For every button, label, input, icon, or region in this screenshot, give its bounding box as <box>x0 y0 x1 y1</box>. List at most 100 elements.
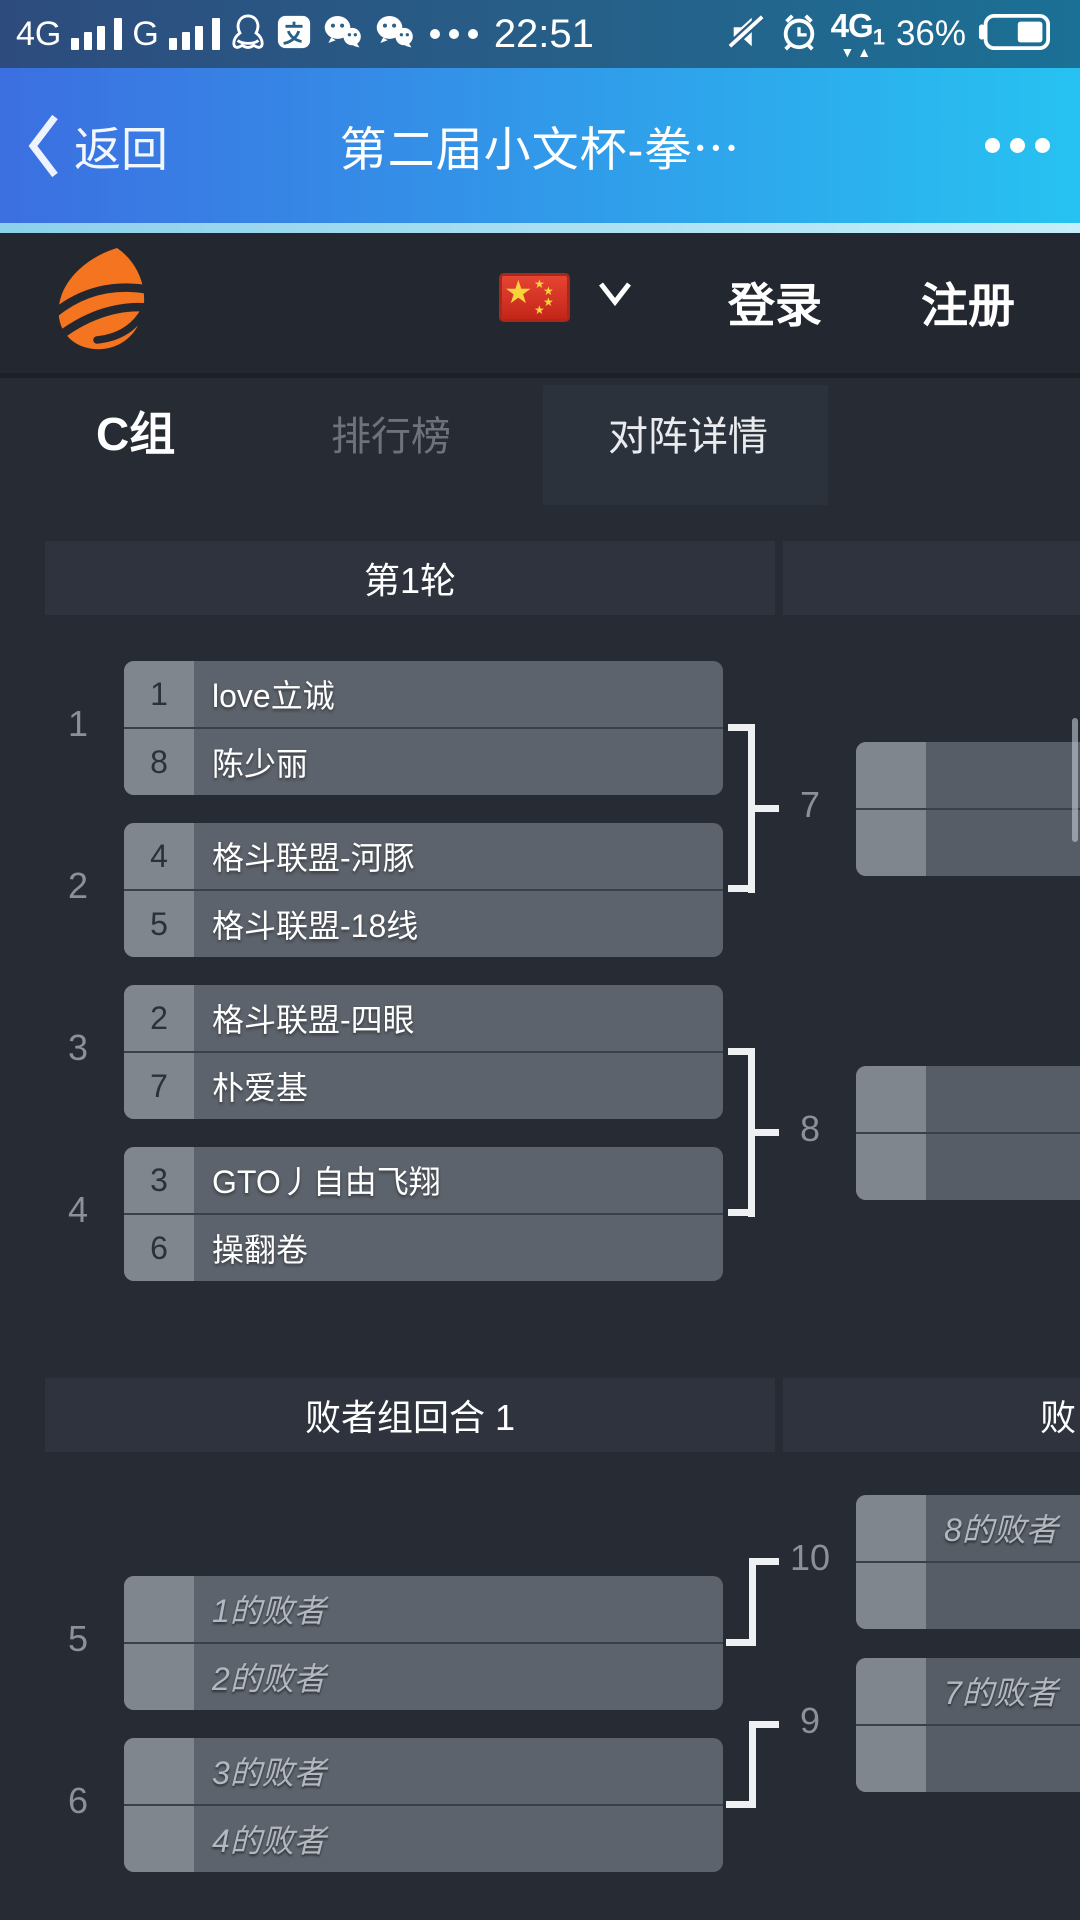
advance-row[interactable] <box>856 810 1080 876</box>
chevron-left-icon <box>28 114 58 177</box>
match-number: 5 <box>67 1618 89 1659</box>
status-bar: 4G G 22:51 4G1 ▼▲ 36% <box>0 0 1080 68</box>
player-name: 2的败者 <box>212 1661 326 1697</box>
scrollbar-thumb[interactable] <box>1072 718 1078 842</box>
advance-box[interactable]: 7的败者 <box>856 1658 1080 1792</box>
match-row[interactable]: 7 朴爱基 <box>124 1053 723 1119</box>
connector-line <box>748 724 755 893</box>
advance-row[interactable] <box>856 1563 1080 1629</box>
advance-name <box>926 1066 1080 1132</box>
seed-cell <box>124 1806 194 1872</box>
status-time: 22:51 <box>493 11 594 56</box>
match-box[interactable]: 3的败者 4的败者 <box>124 1738 723 1872</box>
connector-line <box>749 1558 756 1646</box>
alarm-clock-icon <box>779 12 819 57</box>
advance-box[interactable] <box>856 1066 1080 1200</box>
seed-cell <box>856 810 926 876</box>
signal-bars-icon <box>71 18 123 50</box>
match-row[interactable]: 8 陈少丽 <box>124 729 723 795</box>
player-name: 3的败者 <box>212 1755 326 1791</box>
seed-cell: 1 <box>124 661 194 727</box>
status-ellipsis-icon <box>429 29 478 39</box>
advance-name: 8的败者 <box>944 1512 1058 1548</box>
back-button[interactable]: 返回 <box>26 68 168 223</box>
player-name: 格斗联盟-18线 <box>212 908 419 944</box>
match-row[interactable]: 2的败者 <box>124 1644 723 1710</box>
seed-cell: 8 <box>124 729 194 795</box>
match-number: 2 <box>67 865 89 906</box>
seed-cell <box>856 742 926 808</box>
advance-box[interactable]: 8的败者 <box>856 1495 1080 1629</box>
mute-icon <box>725 12 767 56</box>
player-name: 操翻卷 <box>212 1232 309 1268</box>
carrier-a-label: 4G <box>16 14 62 53</box>
advance-row[interactable] <box>856 1726 1080 1792</box>
connector-tick <box>726 1639 756 1646</box>
tab-match-details[interactable]: 对阵详情 <box>608 415 768 459</box>
match-number: 6 <box>67 1780 89 1821</box>
page-title: 第二届小文杯-拳⋯ <box>339 123 741 176</box>
more-menu-button[interactable] <box>985 68 1050 223</box>
app-logo[interactable] <box>52 247 153 358</box>
seed-cell: 3 <box>124 1147 194 1213</box>
connector-tick <box>728 1048 755 1055</box>
wechat-icon <box>322 13 364 56</box>
round-header-next: 败 <box>783 1378 1080 1452</box>
player-name: 4的败者 <box>212 1823 326 1859</box>
seed-cell <box>856 1726 926 1792</box>
match-number: 1 <box>67 703 89 744</box>
advance-name <box>926 1134 1080 1200</box>
advance-box[interactable] <box>856 742 1080 876</box>
match-row[interactable]: 3 GTO丿自由飞翔 <box>124 1147 723 1213</box>
advance-row[interactable] <box>856 1134 1080 1200</box>
advance-name <box>926 810 1080 876</box>
tab-group-c[interactable]: C组 <box>96 408 176 460</box>
advance-name <box>926 1563 1080 1629</box>
connector-line <box>748 1048 755 1217</box>
login-button[interactable]: 登录 <box>728 279 822 332</box>
match-row[interactable]: 6 操翻卷 <box>124 1215 723 1281</box>
seed-cell <box>856 1658 926 1724</box>
match-box[interactable]: 1的败者 2的败者 <box>124 1576 723 1710</box>
advance-name <box>926 1726 1080 1792</box>
seed-cell: 7 <box>124 1053 194 1119</box>
seed-cell <box>856 1495 926 1561</box>
seed-cell: 6 <box>124 1215 194 1281</box>
advance-row[interactable]: 7的败者 <box>856 1658 1080 1724</box>
advance-row[interactable]: 8的败者 <box>856 1495 1080 1561</box>
language-flag[interactable]: ★★★★★ <box>499 273 570 322</box>
tab-ranking[interactable]: 排行榜 <box>331 415 451 459</box>
match-row[interactable]: 3的败者 <box>124 1738 723 1804</box>
advance-name: 7的败者 <box>944 1675 1058 1711</box>
match-row[interactable]: 1的败者 <box>124 1576 723 1642</box>
connector-tick <box>726 1801 756 1808</box>
chevron-down-icon[interactable] <box>598 280 632 313</box>
player-name: GTO丿自由飞翔 <box>212 1164 441 1200</box>
register-button[interactable]: 注册 <box>921 279 1015 332</box>
match-row[interactable]: 4的败者 <box>124 1806 723 1872</box>
player-name: 陈少丽 <box>212 746 309 782</box>
connector-line <box>749 1721 756 1808</box>
player-name: 朴爱基 <box>212 1070 309 1106</box>
seed-cell <box>856 1134 926 1200</box>
connector-tick <box>728 724 755 731</box>
round-header: 第1轮 <box>45 541 775 615</box>
back-label: 返回 <box>74 123 168 176</box>
match-box[interactable]: 3 GTO丿自由飞翔 6 操翻卷 <box>124 1147 723 1281</box>
match-number: 4 <box>67 1189 89 1230</box>
carrier-b-label: G <box>132 14 159 53</box>
connector-stub <box>755 1129 779 1136</box>
seed-cell <box>856 1563 926 1629</box>
advance-row[interactable] <box>856 1066 1080 1132</box>
connector-tick <box>728 1209 755 1216</box>
advance-row[interactable] <box>856 742 1080 808</box>
seed-cell <box>124 1644 194 1710</box>
